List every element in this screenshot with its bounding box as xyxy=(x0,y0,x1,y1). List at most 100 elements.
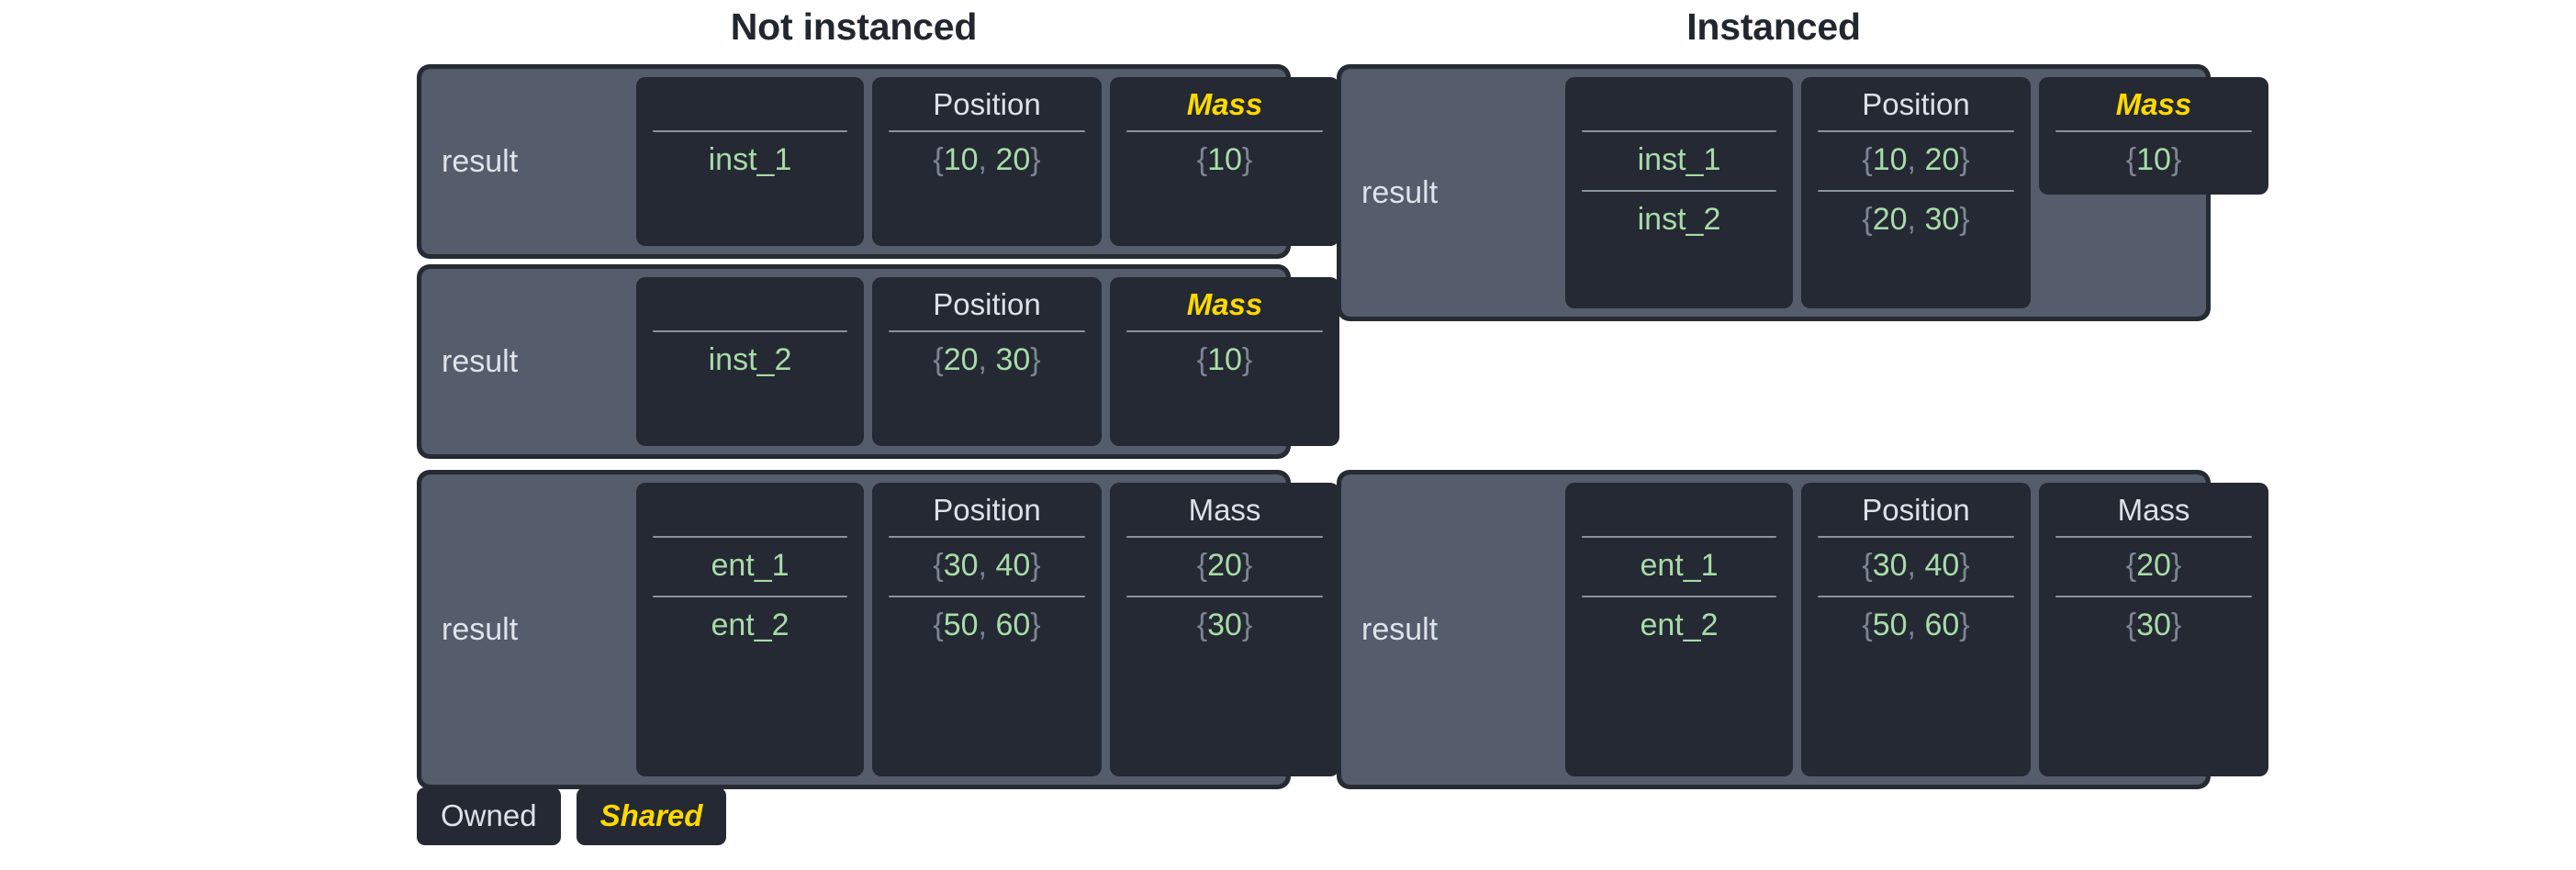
value-punctuation: } xyxy=(1030,342,1041,377)
row-separator xyxy=(889,596,1085,597)
value-punctuation: , xyxy=(1907,608,1916,642)
table-cell: {10} xyxy=(2125,142,2182,177)
value-punctuation: } xyxy=(1030,608,1041,642)
table-cell: {10, 20} xyxy=(1862,142,1970,177)
column-header: Position xyxy=(933,87,1041,121)
value-punctuation: } xyxy=(1241,608,1253,642)
column-entity-name: xinst_1 xyxy=(636,77,864,246)
row-separator xyxy=(889,130,1085,132)
value-punctuation: { xyxy=(2125,142,2137,177)
value-punctuation: , xyxy=(978,608,987,642)
row-separator xyxy=(2055,596,2252,597)
value-punctuation: { xyxy=(1196,608,1208,642)
value-punctuation: } xyxy=(2170,548,2182,583)
column-mass: Mass{20}{30} xyxy=(1110,483,1339,776)
table-cell: {10} xyxy=(1196,342,1253,377)
value-punctuation: } xyxy=(1959,548,1970,583)
table-cell: {50, 60} xyxy=(1862,608,1970,642)
value-punctuation: } xyxy=(1959,202,1970,237)
value-punctuation: } xyxy=(1959,608,1970,642)
value-punctuation: , xyxy=(1907,142,1916,177)
table-cell: {30, 40} xyxy=(933,548,1041,583)
row-separator xyxy=(1818,190,2014,192)
row-separator xyxy=(1582,190,1776,192)
column-group: xinst_1 Position {10, 20} Mass {10} xyxy=(636,77,1339,246)
column-header: Mass xyxy=(2115,87,2192,121)
column-mass: Mass {10} xyxy=(1110,77,1339,246)
column-header: Mass xyxy=(2117,493,2190,527)
column-position: Position{30, 40}{50, 60} xyxy=(1801,483,2031,776)
value-punctuation: { xyxy=(933,548,944,583)
row-separator xyxy=(1126,130,1323,132)
column-mass: Mass{10} xyxy=(1110,277,1339,446)
row-separator xyxy=(1818,130,2014,132)
legend-item-shared: Shared xyxy=(576,787,727,845)
table-cell: {20, 30} xyxy=(933,342,1041,377)
row-separator xyxy=(653,330,847,332)
column-header: Position xyxy=(1862,87,1970,121)
table-cell: {20, 30} xyxy=(1862,202,1970,237)
table-cell: inst_2 xyxy=(708,342,792,377)
column-header: Mass xyxy=(1186,87,1263,121)
table-cell: {50, 60} xyxy=(933,608,1041,642)
column-header: Position xyxy=(933,287,1041,321)
value-punctuation: { xyxy=(1196,142,1208,177)
value-punctuation: , xyxy=(978,142,987,177)
value-punctuation: } xyxy=(1030,142,1041,177)
value-punctuation: { xyxy=(1196,548,1208,583)
table-cell: inst_1 xyxy=(1637,142,1721,177)
entity-block-panel: result xinst_2 Position {20, 30} Mass{10} xyxy=(421,269,1339,454)
table-cell: ent_2 xyxy=(711,608,790,642)
value-punctuation: { xyxy=(933,342,944,377)
table-cell: {30} xyxy=(2125,608,2182,642)
table-cell: ent_2 xyxy=(1640,608,1719,642)
table-cell: inst_2 xyxy=(1637,202,1721,237)
row-separator xyxy=(2055,536,2252,538)
row-separator xyxy=(653,536,847,538)
column-entity-name: xinst_2 xyxy=(636,277,864,446)
column-mass: Mass{20}{30} xyxy=(2039,483,2268,776)
row-separator xyxy=(1582,596,1776,597)
row-separator xyxy=(1582,130,1776,132)
value-punctuation: , xyxy=(1907,202,1916,237)
value-punctuation: { xyxy=(1862,608,1873,642)
value-punctuation: { xyxy=(1862,548,1873,583)
table-cell: ent_1 xyxy=(711,548,790,583)
owner-label: result xyxy=(1361,174,1439,210)
table-cell: {20} xyxy=(1196,548,1253,583)
row-separator xyxy=(1126,596,1323,597)
row-separator xyxy=(889,536,1085,538)
value-punctuation: } xyxy=(1241,548,1253,583)
entity-block: result xinst_2 Position {20, 30} Mass{10} xyxy=(417,264,1339,459)
column-position: Position {20, 30} xyxy=(872,277,1102,446)
table-cell: ent_1 xyxy=(1640,548,1719,583)
value-punctuation: { xyxy=(933,608,944,642)
table-cell: {10} xyxy=(1196,142,1253,177)
value-punctuation: , xyxy=(978,548,987,583)
value-punctuation: { xyxy=(933,142,944,177)
table-cell: {10, 20} xyxy=(933,142,1041,177)
column-position: Position {10, 20} xyxy=(872,77,1102,246)
row-separator xyxy=(653,596,847,597)
value-punctuation: { xyxy=(1862,142,1873,177)
column-position: Position {10, 20} {20, 30} xyxy=(1801,77,2031,308)
value-punctuation: } xyxy=(2170,142,2182,177)
owner-label: result xyxy=(442,611,519,647)
owner-label: result xyxy=(1361,611,1439,647)
owner-label: result xyxy=(442,343,519,379)
value-punctuation: { xyxy=(1862,202,1873,237)
value-punctuation: { xyxy=(2125,548,2137,583)
